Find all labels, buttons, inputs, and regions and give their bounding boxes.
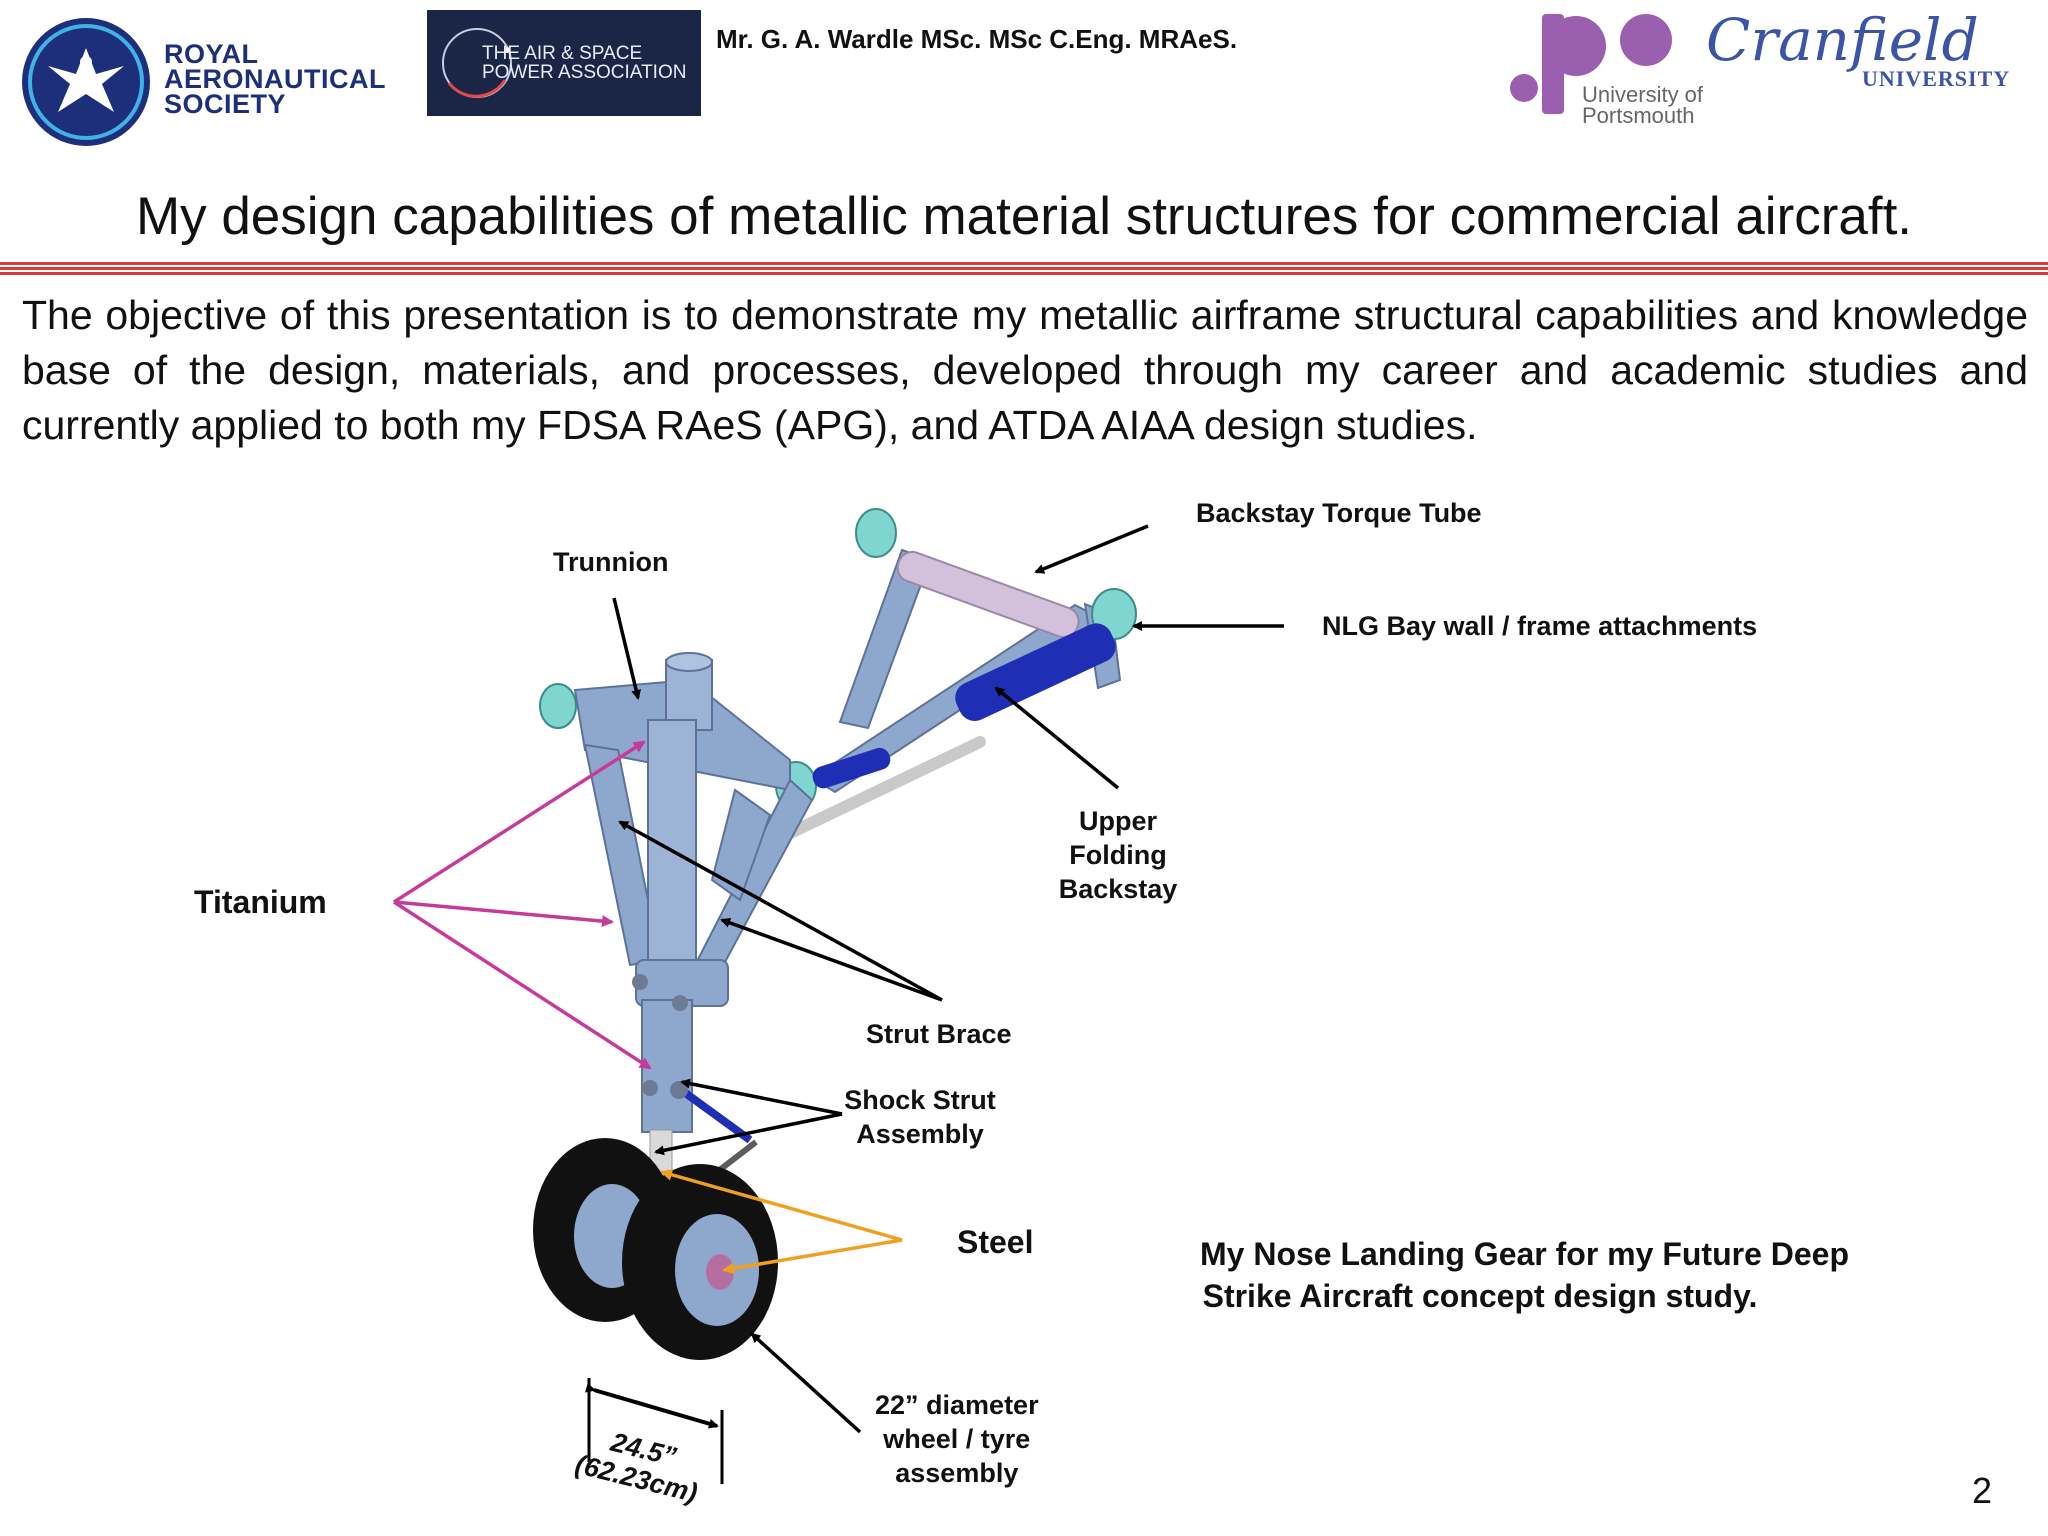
- caption-line-1: My Nose Landing Gear for my Future Deep: [1200, 1236, 1849, 1272]
- portsmouth-line-2: Portsmouth: [1582, 103, 1695, 128]
- slide-title: My design capabilities of metallic mater…: [135, 187, 1913, 246]
- label-wheel-line-1: 22” diameter: [875, 1390, 1039, 1420]
- raes-line-2: AERONAUTICAL: [164, 64, 386, 94]
- label-wheel-line-3: assembly: [895, 1458, 1019, 1488]
- label-shock-line-1: Shock Strut: [844, 1085, 996, 1115]
- raes-wordmark: ROYAL AERONAUTICAL SOCIETY: [164, 39, 386, 119]
- steel-arrows: [660, 1168, 903, 1275]
- portsmouth-line-1: University of: [1582, 82, 1704, 107]
- label-backstay-torque-tube: Backstay Torque Tube: [1196, 498, 1482, 528]
- title-divider: [0, 262, 2048, 275]
- aspa-orbit-icon: [442, 28, 512, 98]
- label-shock-strut-assembly: Shock Strut Assembly: [836, 1083, 1004, 1151]
- label-upper-line-3: Backstay: [1058, 874, 1178, 904]
- label-wheel-tyre-assembly: 22” diameter wheel / tyre assembly: [875, 1388, 1039, 1490]
- author-credentials: Mr. G. A. Wardle MSc. MSc C.Eng. MRAeS.: [716, 24, 1238, 54]
- label-titanium: Titanium: [194, 884, 327, 920]
- wheel-tyre-assembly: [533, 1138, 778, 1360]
- raes-line-3: SOCIETY: [164, 89, 287, 119]
- callout-arrows: [612, 524, 1284, 1434]
- track-width-dimension: [584, 1378, 724, 1484]
- diagram-caption: My Nose Landing Gear for my Future Deep …: [1200, 1233, 1849, 1317]
- raes-logo: [22, 18, 150, 146]
- page-number: 2: [1972, 1470, 1993, 1511]
- aspa-logo: [427, 10, 701, 116]
- backstay-torque-tube: [896, 550, 1080, 639]
- label-upper-line-2: Folding: [1069, 840, 1167, 870]
- aspa-wordmark: THE AIR & SPACE POWER ASSOCIATION: [482, 44, 686, 82]
- nose-landing-gear-illustration: [393, 508, 1284, 1484]
- titanium-arrows: [393, 740, 652, 1070]
- label-upper-folding-backstay: Upper Folding Backstay: [1040, 804, 1196, 906]
- label-nlg-bay-wall: NLG Bay wall / frame attachments: [1322, 611, 1758, 641]
- label-steel: Steel: [957, 1224, 1034, 1260]
- label-trunnion: Trunnion: [553, 547, 669, 577]
- cranfield-subtitle: UNIVERSITY: [1862, 66, 2011, 91]
- aspa-line-1: THE AIR & SPACE: [482, 43, 643, 64]
- label-upper-line-1: Upper: [1078, 806, 1157, 836]
- label-strut-brace: Strut Brace: [866, 1019, 1012, 1049]
- portsmouth-wordmark: University of Portsmouth: [1582, 82, 1704, 128]
- aspa-line-2: POWER ASSOCIATION: [482, 62, 687, 83]
- caption-line-2: Strike Aircraft concept design study.: [1202, 1278, 1758, 1314]
- cranfield-wordmark: Cranfield: [1706, 6, 1979, 74]
- portsmouth-logo: [1510, 14, 1672, 114]
- label-wheel-line-2: wheel / tyre: [883, 1424, 1031, 1454]
- raes-line-1: ROYAL: [164, 39, 259, 69]
- objective-paragraph: The objective of this presentation is to…: [22, 292, 2028, 448]
- label-shock-line-2: Assembly: [856, 1119, 984, 1149]
